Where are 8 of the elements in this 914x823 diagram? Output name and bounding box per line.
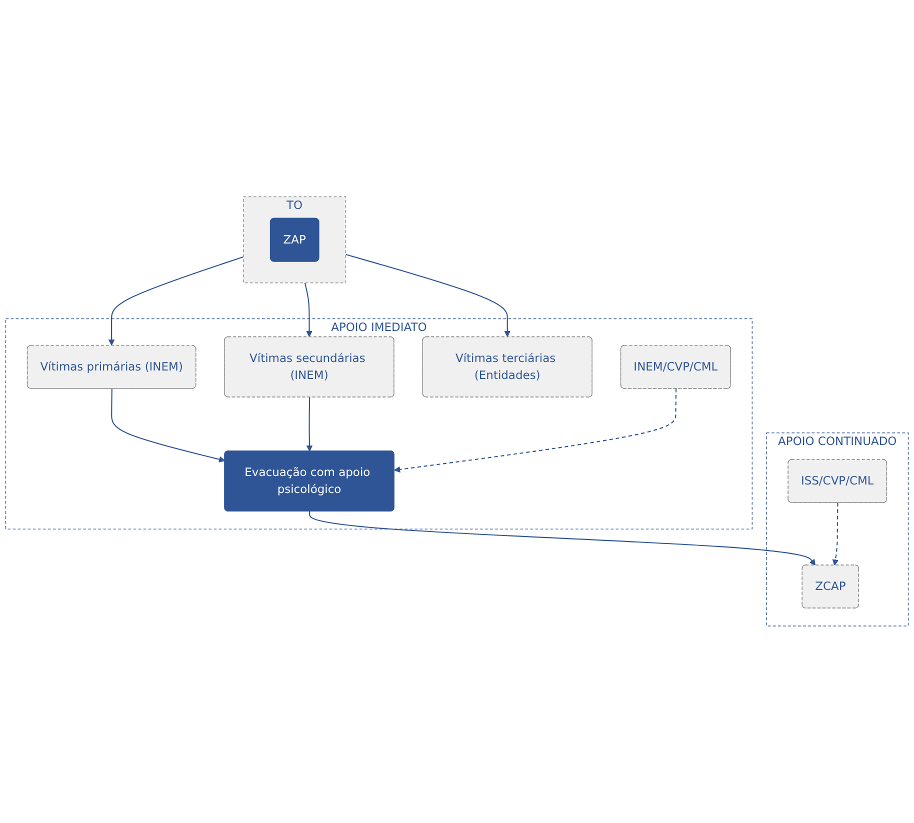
- arrow: [108, 256, 244, 346]
- arrow: [309, 512, 816, 566]
- arrow: [304, 282, 312, 338]
- arrow: [111, 388, 226, 463]
- arrow: [306, 398, 313, 452]
- arrow: [346, 254, 511, 338]
- arrow: [394, 388, 677, 473]
- arrow: [832, 503, 839, 566]
